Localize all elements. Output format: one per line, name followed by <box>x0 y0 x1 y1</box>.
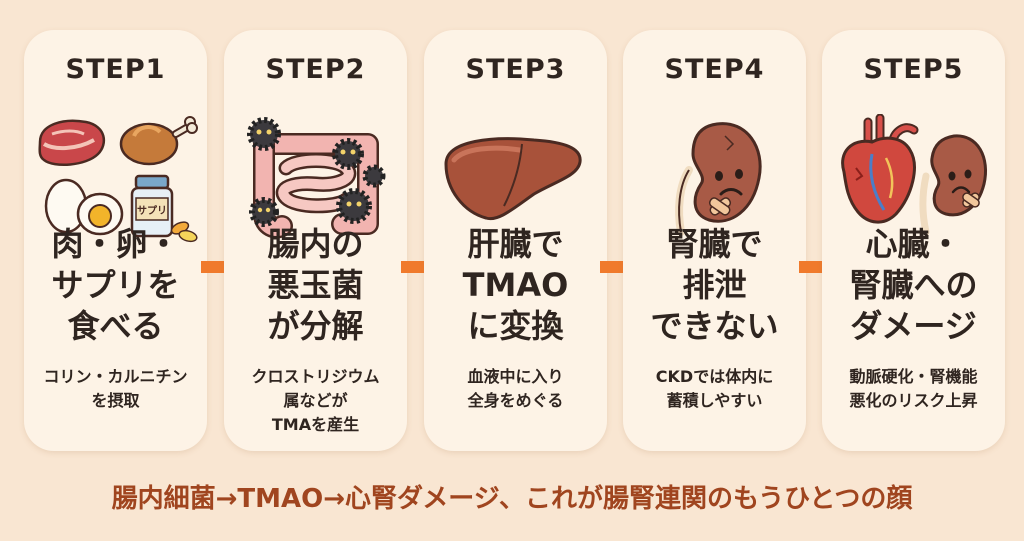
step-description: 動脈硬化・腎機能 悪化のリスク上昇 <box>822 365 1005 413</box>
step3-illustration <box>444 137 582 221</box>
step-heading: 肝臓で TMAO に変換 <box>424 224 607 347</box>
step-description: 血液中に入り 全身をめぐる <box>424 365 607 413</box>
description-line: CKDでは体内に <box>655 367 774 386</box>
heart-icon <box>841 114 919 224</box>
step-heading: 腎臓で 排泄 できない <box>623 224 806 347</box>
step-description: コリン・カルニチン を摂取 <box>24 365 207 413</box>
heading-line: が分解 <box>267 307 364 345</box>
step-card-2: STEP2 腸内の 悪玉菌 が分解 クロストリジウム 属などが TMAを <box>224 30 407 451</box>
heading-line: ダメージ <box>850 307 977 345</box>
step2-illustration <box>247 117 386 239</box>
step-label: STEP2 <box>265 54 366 85</box>
bacteria-icon <box>247 117 386 227</box>
heading-line: 肉・卵・ <box>51 225 180 263</box>
sad-kidney-icon <box>675 122 762 236</box>
description-line: クロストリジウム <box>251 367 380 386</box>
description-line: 悪化のリスク上昇 <box>849 391 978 410</box>
supplement-label: サプリ <box>137 204 167 217</box>
step-label: STEP1 <box>65 54 166 85</box>
description-line: 血液中に入り <box>467 367 564 386</box>
step-card-1: STEP1 サプリ 肉・卵・ サプリを 食 <box>24 30 207 451</box>
step-card-5: STEP5 心臓・ 腎臓への ダメージ 動脈硬化・腎機能 悪化のリスク上昇 <box>822 30 1005 451</box>
step-description: CKDでは体内に 蓄積しやすい <box>623 365 806 413</box>
description-line: を摂取 <box>91 391 140 410</box>
step-label: STEP3 <box>465 54 566 85</box>
step-card-3: STEP3 肝臓で TMAO に変換 血液中に入り 全身をめぐる <box>424 30 607 451</box>
description-line: 動脈硬化・腎機能 <box>849 367 978 386</box>
description-line: 全身をめぐる <box>467 391 564 410</box>
heading-line: 排泄 <box>682 266 747 304</box>
step5-illustration <box>841 114 987 236</box>
supplement-bottle-icon: サプリ <box>130 174 198 243</box>
description-line: コリン・カルニチン <box>43 367 188 386</box>
heading-line: 食べる <box>67 307 164 345</box>
heading-line: 腎臓への <box>849 266 978 304</box>
step4-illustration <box>675 122 762 236</box>
liver-icon <box>444 137 582 221</box>
heading-line: 腸内の <box>267 225 364 263</box>
heading-line: できない <box>650 307 779 345</box>
step-description: クロストリジウム 属などが TMAを産生 <box>224 365 407 437</box>
description-line: TMAを産生 <box>271 415 360 434</box>
description-line: 属などが <box>283 391 348 410</box>
step-heading: 心臓・ 腎臓への ダメージ <box>822 224 1005 347</box>
heading-line: サプリを <box>51 266 180 304</box>
step-label: STEP4 <box>664 54 765 85</box>
step1-illustration: サプリ <box>38 116 198 243</box>
meat-icon <box>38 119 106 167</box>
heading-line: 悪玉菌 <box>267 266 364 304</box>
egg-icon <box>44 178 124 236</box>
step-heading: 腸内の 悪玉菌 が分解 <box>224 224 407 347</box>
chicken-icon <box>119 116 198 166</box>
heading-line: に変換 <box>467 307 564 345</box>
heading-line: 肝臓で <box>467 225 564 263</box>
footer-caption: 腸内細菌→TMAO→心腎ダメージ、これが腸腎連関のもうひとつの顔 <box>111 484 913 514</box>
heading-line: TMAO <box>462 266 569 304</box>
step-card-4: STEP4 腎臓で 排泄 できない CKDでは体内に 蓄積しやすい <box>623 30 806 451</box>
description-line: 蓄積しやすい <box>666 391 763 410</box>
heading-line: 腎臓で <box>666 225 763 263</box>
heading-line: 心臓・ <box>865 225 962 263</box>
sad-kidney-icon <box>919 134 987 236</box>
step-heading: 肉・卵・ サプリを 食べる <box>24 224 207 347</box>
step-label: STEP5 <box>863 54 964 85</box>
